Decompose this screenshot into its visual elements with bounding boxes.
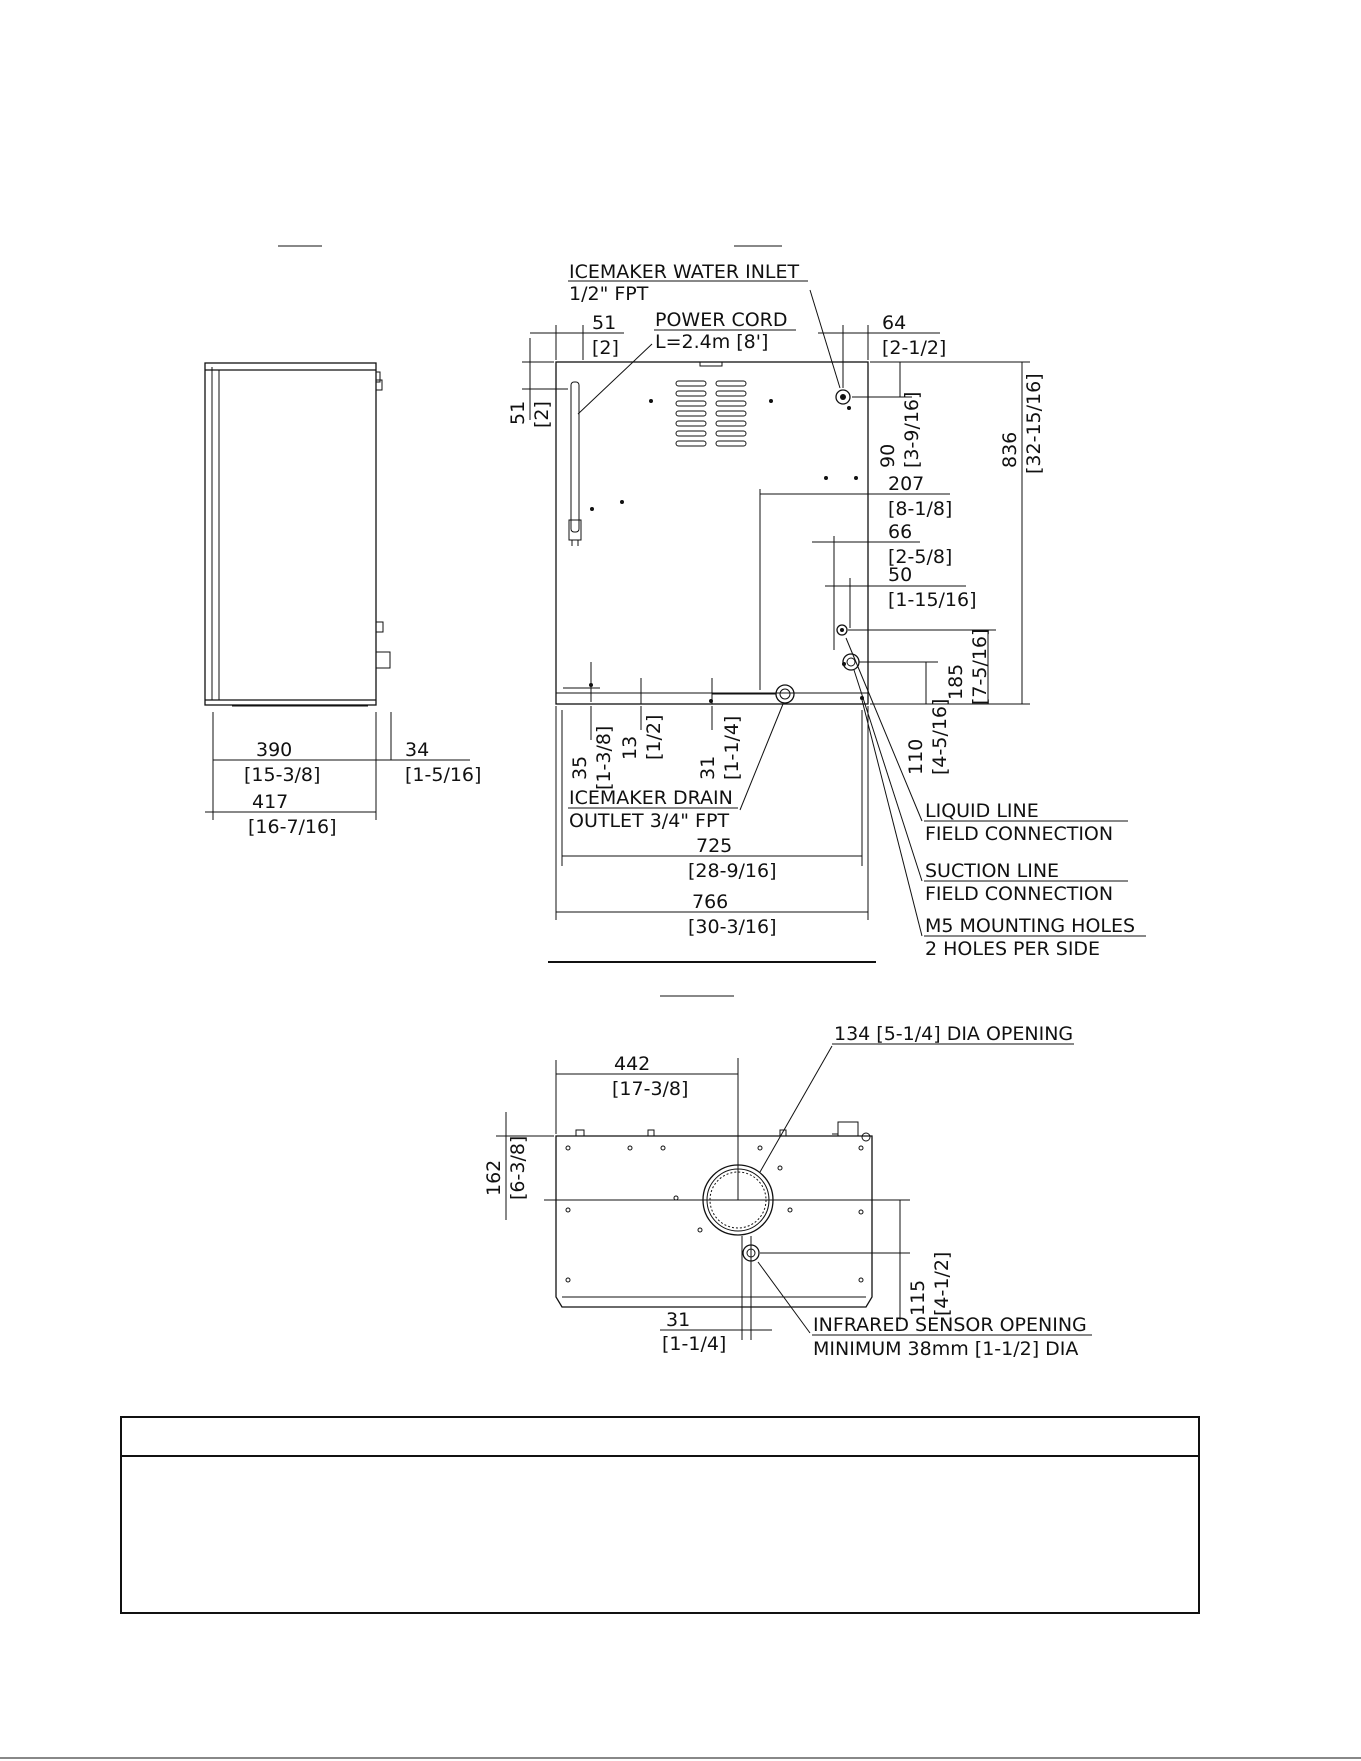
side-view-fitting	[375, 651, 391, 669]
dim-836: 836	[999, 432, 1021, 468]
dim-207: 207	[888, 473, 924, 495]
dim-442: 442	[614, 1053, 650, 1075]
vent-louvers	[675, 380, 747, 447]
callout-m5-line2: 2 HOLES PER SIDE	[925, 938, 1100, 960]
dim-51-vertical-inch: [2]	[531, 401, 553, 428]
dim-13: 13	[619, 736, 641, 760]
callout-water-inlet-line1: ICEMAKER WATER INLET	[569, 261, 800, 283]
callout-power-cord-line1: POWER CORD	[655, 309, 788, 331]
callout-suction-line1: SUCTION LINE	[925, 860, 1059, 882]
dim-162: 162	[483, 1160, 505, 1196]
suction-line-fitting	[842, 653, 860, 671]
side-view-body	[204, 362, 377, 706]
dim-836-inch: [32-15/16]	[1023, 373, 1045, 474]
dim-35: 35	[569, 756, 591, 780]
dim-442-inch: [17-3/8]	[612, 1078, 688, 1100]
dim-115: 115	[907, 1280, 929, 1316]
callout-ir-line1: INFRARED SENSOR OPENING	[813, 1314, 1087, 1336]
dim-31-top: 31	[666, 1309, 690, 1331]
dim-31-inch: [1-1/4]	[721, 716, 743, 780]
dim-35-inch: [1-3/8]	[593, 726, 615, 790]
top-view-holes	[565, 1145, 864, 1283]
dim-34: 34	[405, 739, 429, 761]
dim-766: 766	[692, 891, 728, 913]
callout-drain-line1: ICEMAKER DRAIN	[569, 787, 733, 809]
dim-13-inch: [1/2]	[643, 715, 665, 760]
dim-725-inch: [28-9/16]	[688, 860, 777, 882]
dim-766-inch: [30-3/16]	[688, 916, 777, 938]
callout-liquid-line1: LIQUID LINE	[925, 800, 1039, 822]
dim-90-inch: [3-9/16]	[901, 392, 923, 468]
callout-power-cord-line2: L=2.4m [8']	[655, 331, 768, 353]
dim-417: 417	[252, 791, 288, 813]
dim-110-inch: [4-5/16]	[929, 699, 951, 775]
dim-110: 110	[905, 739, 927, 775]
dim-207-inch: [8-1/8]	[888, 498, 952, 520]
callout-water-inlet-line2: 1/2" FPT	[569, 283, 649, 305]
dim-31-top-inch: [1-1/4]	[662, 1333, 726, 1355]
dim-31: 31	[697, 756, 719, 780]
callout-m5-line1: M5 MOUNTING HOLES	[925, 915, 1135, 937]
liquid-line-fitting	[833, 622, 851, 636]
dim-390: 390	[256, 739, 292, 761]
dim-725: 725	[696, 835, 732, 857]
dim-417-inch: [16-7/16]	[248, 816, 337, 838]
water-inlet-fitting	[835, 389, 851, 405]
callout-drain-line2: OUTLET 3/4" FPT	[569, 810, 729, 832]
dim-185-inch: [7-5/16]	[969, 629, 991, 705]
dim-66-inch: [2-5/8]	[888, 546, 952, 568]
callout-liquid-line2: FIELD CONNECTION	[925, 823, 1113, 845]
drain-fitting	[775, 684, 795, 704]
callout-dia-opening: 134 [5-1/4] DIA OPENING	[834, 1023, 1073, 1045]
callout-ir-line2: MINIMUM 38mm [1-1/2] DIA	[813, 1338, 1078, 1360]
dim-64-inch: [2-1/2]	[882, 337, 946, 359]
rear-view-body	[555, 361, 869, 705]
dim-185: 185	[945, 664, 967, 700]
dim-34-inch: [1-5/16]	[405, 764, 481, 786]
top-view-fitting	[837, 1121, 859, 1137]
rear-panel-holes	[589, 399, 864, 703]
notes-box	[120, 1416, 1200, 1614]
dim-90: 90	[877, 444, 899, 468]
power-cord	[568, 381, 582, 546]
dim-64: 64	[882, 312, 906, 334]
rear-view: 51 [2] 51 [2] 64 [2-1/2] 90 [3-9/16] 836…	[507, 245, 1146, 963]
callout-suction-line2: FIELD CONNECTION	[925, 883, 1113, 905]
dim-50-inch: [1-15/16]	[888, 589, 977, 611]
top-view: 442 [17-3/8] 162 [6-3/8] 115 [4-1/2] 31 …	[483, 995, 1092, 1360]
dim-390-inch: [15-3/8]	[244, 764, 320, 786]
dim-162-inch: [6-3/8]	[507, 1136, 529, 1200]
top-view-body	[555, 1135, 873, 1308]
side-view: 390 [15-3/8] 34 [1-5/16] 417 [16-7/16]	[204, 245, 481, 838]
dim-115-inch: [4-1/2]	[931, 1252, 953, 1316]
dim-66: 66	[888, 521, 912, 543]
dim-50: 50	[888, 564, 912, 586]
dim-51-vertical: 51	[507, 401, 529, 425]
dim-51-horizontal: 51	[592, 312, 616, 334]
dim-51-horizontal-inch: [2]	[592, 337, 619, 359]
